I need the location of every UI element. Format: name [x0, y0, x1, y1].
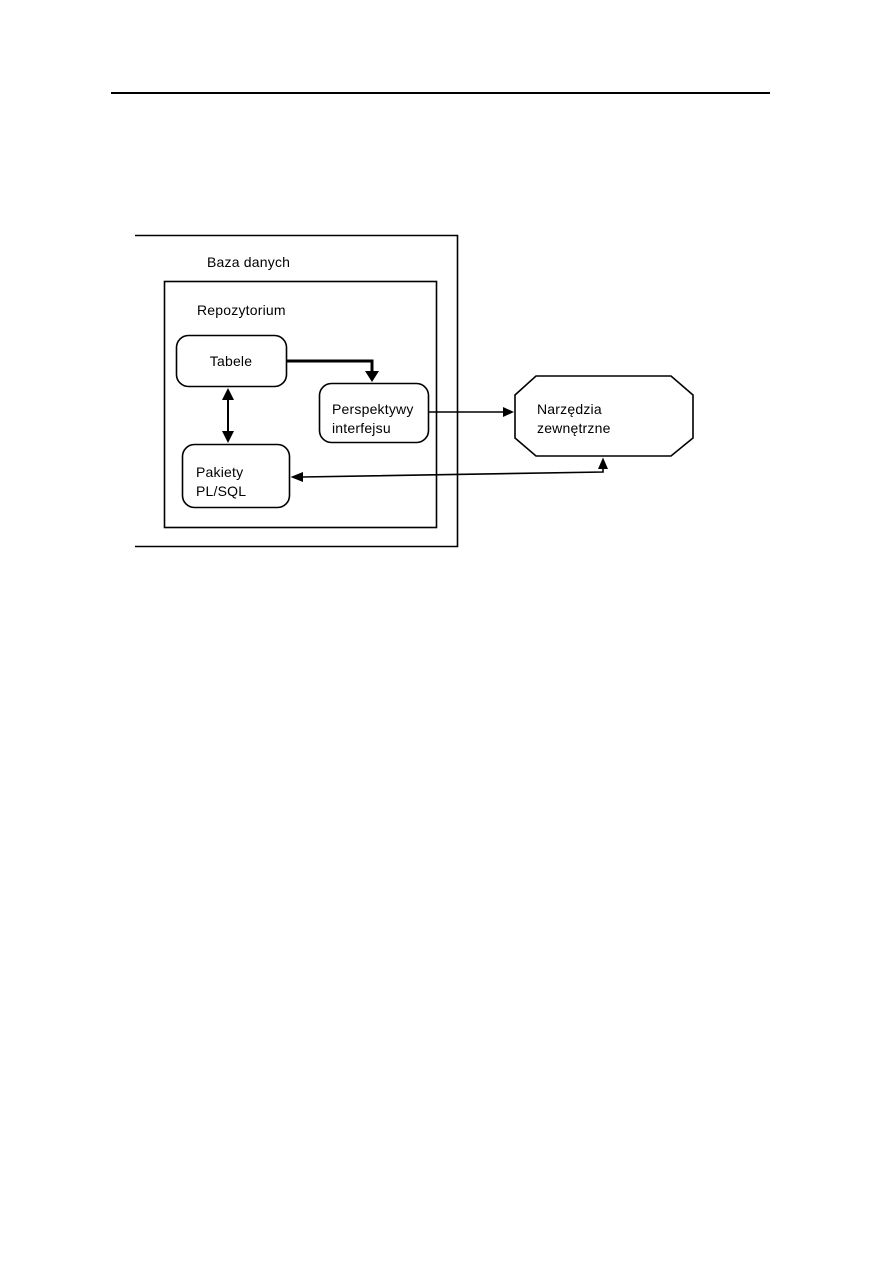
pakiety-box [181, 443, 291, 509]
arrow-tabele-to-perspektywy [286, 359, 379, 382]
repozytorium-border [163, 280, 438, 529]
inner-box-repozytorium: Repozytorium [163, 280, 438, 529]
arrowhead-up-icon [222, 388, 234, 400]
arrow-pakiety-narzedzia-line [301, 468, 604, 478]
narzedzia-octagon [514, 375, 694, 457]
arrow-tabele-to-perspektywy-line [286, 359, 374, 372]
arrowhead-down-icon [365, 371, 379, 382]
node-pakiety-plsql: Pakiety PL/SQL [181, 443, 291, 509]
arrow-perspektywy-to-narzedzia [428, 407, 514, 417]
pakiety-label-line1: Pakiety [196, 464, 243, 480]
arrowhead-down-icon [222, 431, 234, 443]
perspektywy-label-line1: Perspektywy [332, 401, 414, 417]
narzedzia-label-line1: Narzędzia [537, 401, 602, 417]
baza-danych-border [135, 234, 459, 548]
arrowhead-left-icon [290, 472, 303, 482]
node-tabele: Tabele [175, 334, 288, 388]
tabele-label: Tabele [210, 353, 252, 369]
repozytorium-label: Repozytorium [197, 302, 286, 318]
arrow-tabele-pakiety-bidirectional [222, 388, 234, 443]
node-perspektywy-interfejsu: Perspektywy interfejsu [318, 382, 430, 444]
baza-danych-label: Baza danych [207, 254, 290, 270]
arrowhead-right-icon [503, 407, 514, 417]
narzedzia-label-line2: zewnętrzne [537, 420, 611, 436]
perspektywy-label-line2: interfejsu [332, 420, 391, 436]
perspektywy-box [318, 382, 430, 444]
pakiety-label-line2: PL/SQL [196, 483, 246, 499]
arrowhead-up-icon [598, 457, 608, 469]
outer-box-baza-danych: Baza danych [135, 234, 459, 548]
node-narzedzia-zewnetrzne: Narzędzia zewnętrzne [514, 375, 694, 457]
arrow-pakiety-narzedzia-bidirectional [290, 457, 608, 482]
